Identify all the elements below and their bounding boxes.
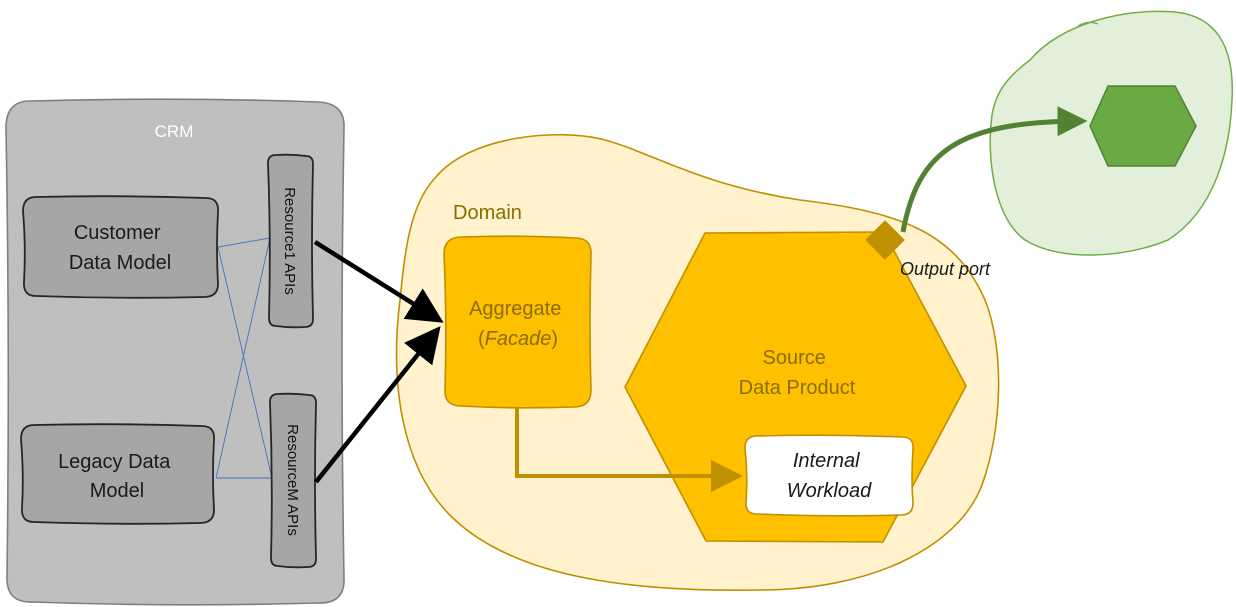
legacy-data-model-line2: Model	[90, 480, 144, 502]
aggregate-facade-word: Facade	[485, 328, 552, 350]
connector-legacy-resource1	[215, 237, 271, 479]
legacy-data-model-box	[20, 423, 215, 525]
legacy-data-model: Legacy Data Model	[20, 423, 215, 525]
aggregate-line2: (Facade)	[478, 328, 558, 350]
aggregate-facade: Aggregate (Facade)	[443, 235, 592, 409]
aggregate-facade-box	[443, 235, 592, 409]
crm-system: CRM Customer Data Model Legacy Data Mode…	[5, 98, 345, 606]
aggregate-facade-label: Aggregate (Facade)	[469, 298, 567, 350]
internal-workload-box	[744, 434, 914, 517]
source-data-product-line1: Source	[763, 347, 826, 369]
aggregate-line1: Aggregate	[469, 298, 561, 320]
resource1-api-label: Resource1 APIs	[281, 187, 298, 295]
output-port-label: Output port	[900, 259, 991, 279]
connector-customer-resourcem	[217, 246, 273, 479]
resourcem-api: ResourceM APIs	[269, 392, 317, 569]
source-data-product-line2: Data Product	[739, 377, 856, 399]
legacy-data-model-line1: Legacy Data	[58, 451, 171, 473]
consumer-data-product-hexagon	[1089, 85, 1197, 167]
customer-data-model-line2: Data Model	[69, 252, 171, 274]
consumer-domain	[989, 10, 1234, 256]
aggregate-paren-close: )	[551, 328, 558, 350]
internal-workload-line1: Internal	[793, 450, 860, 472]
connector-customer-resource1	[217, 237, 271, 248]
source-data-product-label: Source Data Product	[739, 347, 856, 399]
resource1-api-box	[267, 153, 314, 329]
legacy-data-model-label: Legacy Data Model	[58, 451, 176, 502]
customer-data-model-line1: Customer	[74, 222, 161, 244]
output-port-to-consumer-arrow	[900, 106, 1088, 233]
aggregate-paren-open: (	[478, 328, 485, 350]
consumer-blob-sketch-tick	[1077, 21, 1099, 27]
internal-workload-line2: Workload	[787, 480, 872, 502]
aggregate-to-workload-arrow	[515, 408, 743, 492]
model-api-connectors	[215, 237, 273, 479]
crm-title: CRM	[155, 122, 194, 141]
customer-data-model-label: Customer Data Model	[69, 222, 171, 274]
resourcem-api-box	[269, 392, 317, 569]
internal-workload: Internal Workload	[744, 434, 914, 517]
internal-workload-label: Internal Workload	[787, 450, 872, 502]
output-port	[865, 220, 905, 260]
domain-title: Domain	[453, 202, 522, 224]
customer-data-model-box	[22, 195, 219, 299]
resource1-to-aggregate-arrow	[313, 240, 444, 323]
customer-data-model: Customer Data Model	[22, 195, 219, 299]
domain: Domain Aggregate (Facade) Source Data Pr…	[395, 133, 1000, 591]
api-to-aggregate-arrows	[313, 240, 444, 484]
resource1-api: Resource1 APIs	[267, 153, 314, 329]
resourcem-to-aggregate-arrow	[314, 325, 441, 484]
resourcem-api-label: ResourceM APIs	[284, 424, 301, 536]
